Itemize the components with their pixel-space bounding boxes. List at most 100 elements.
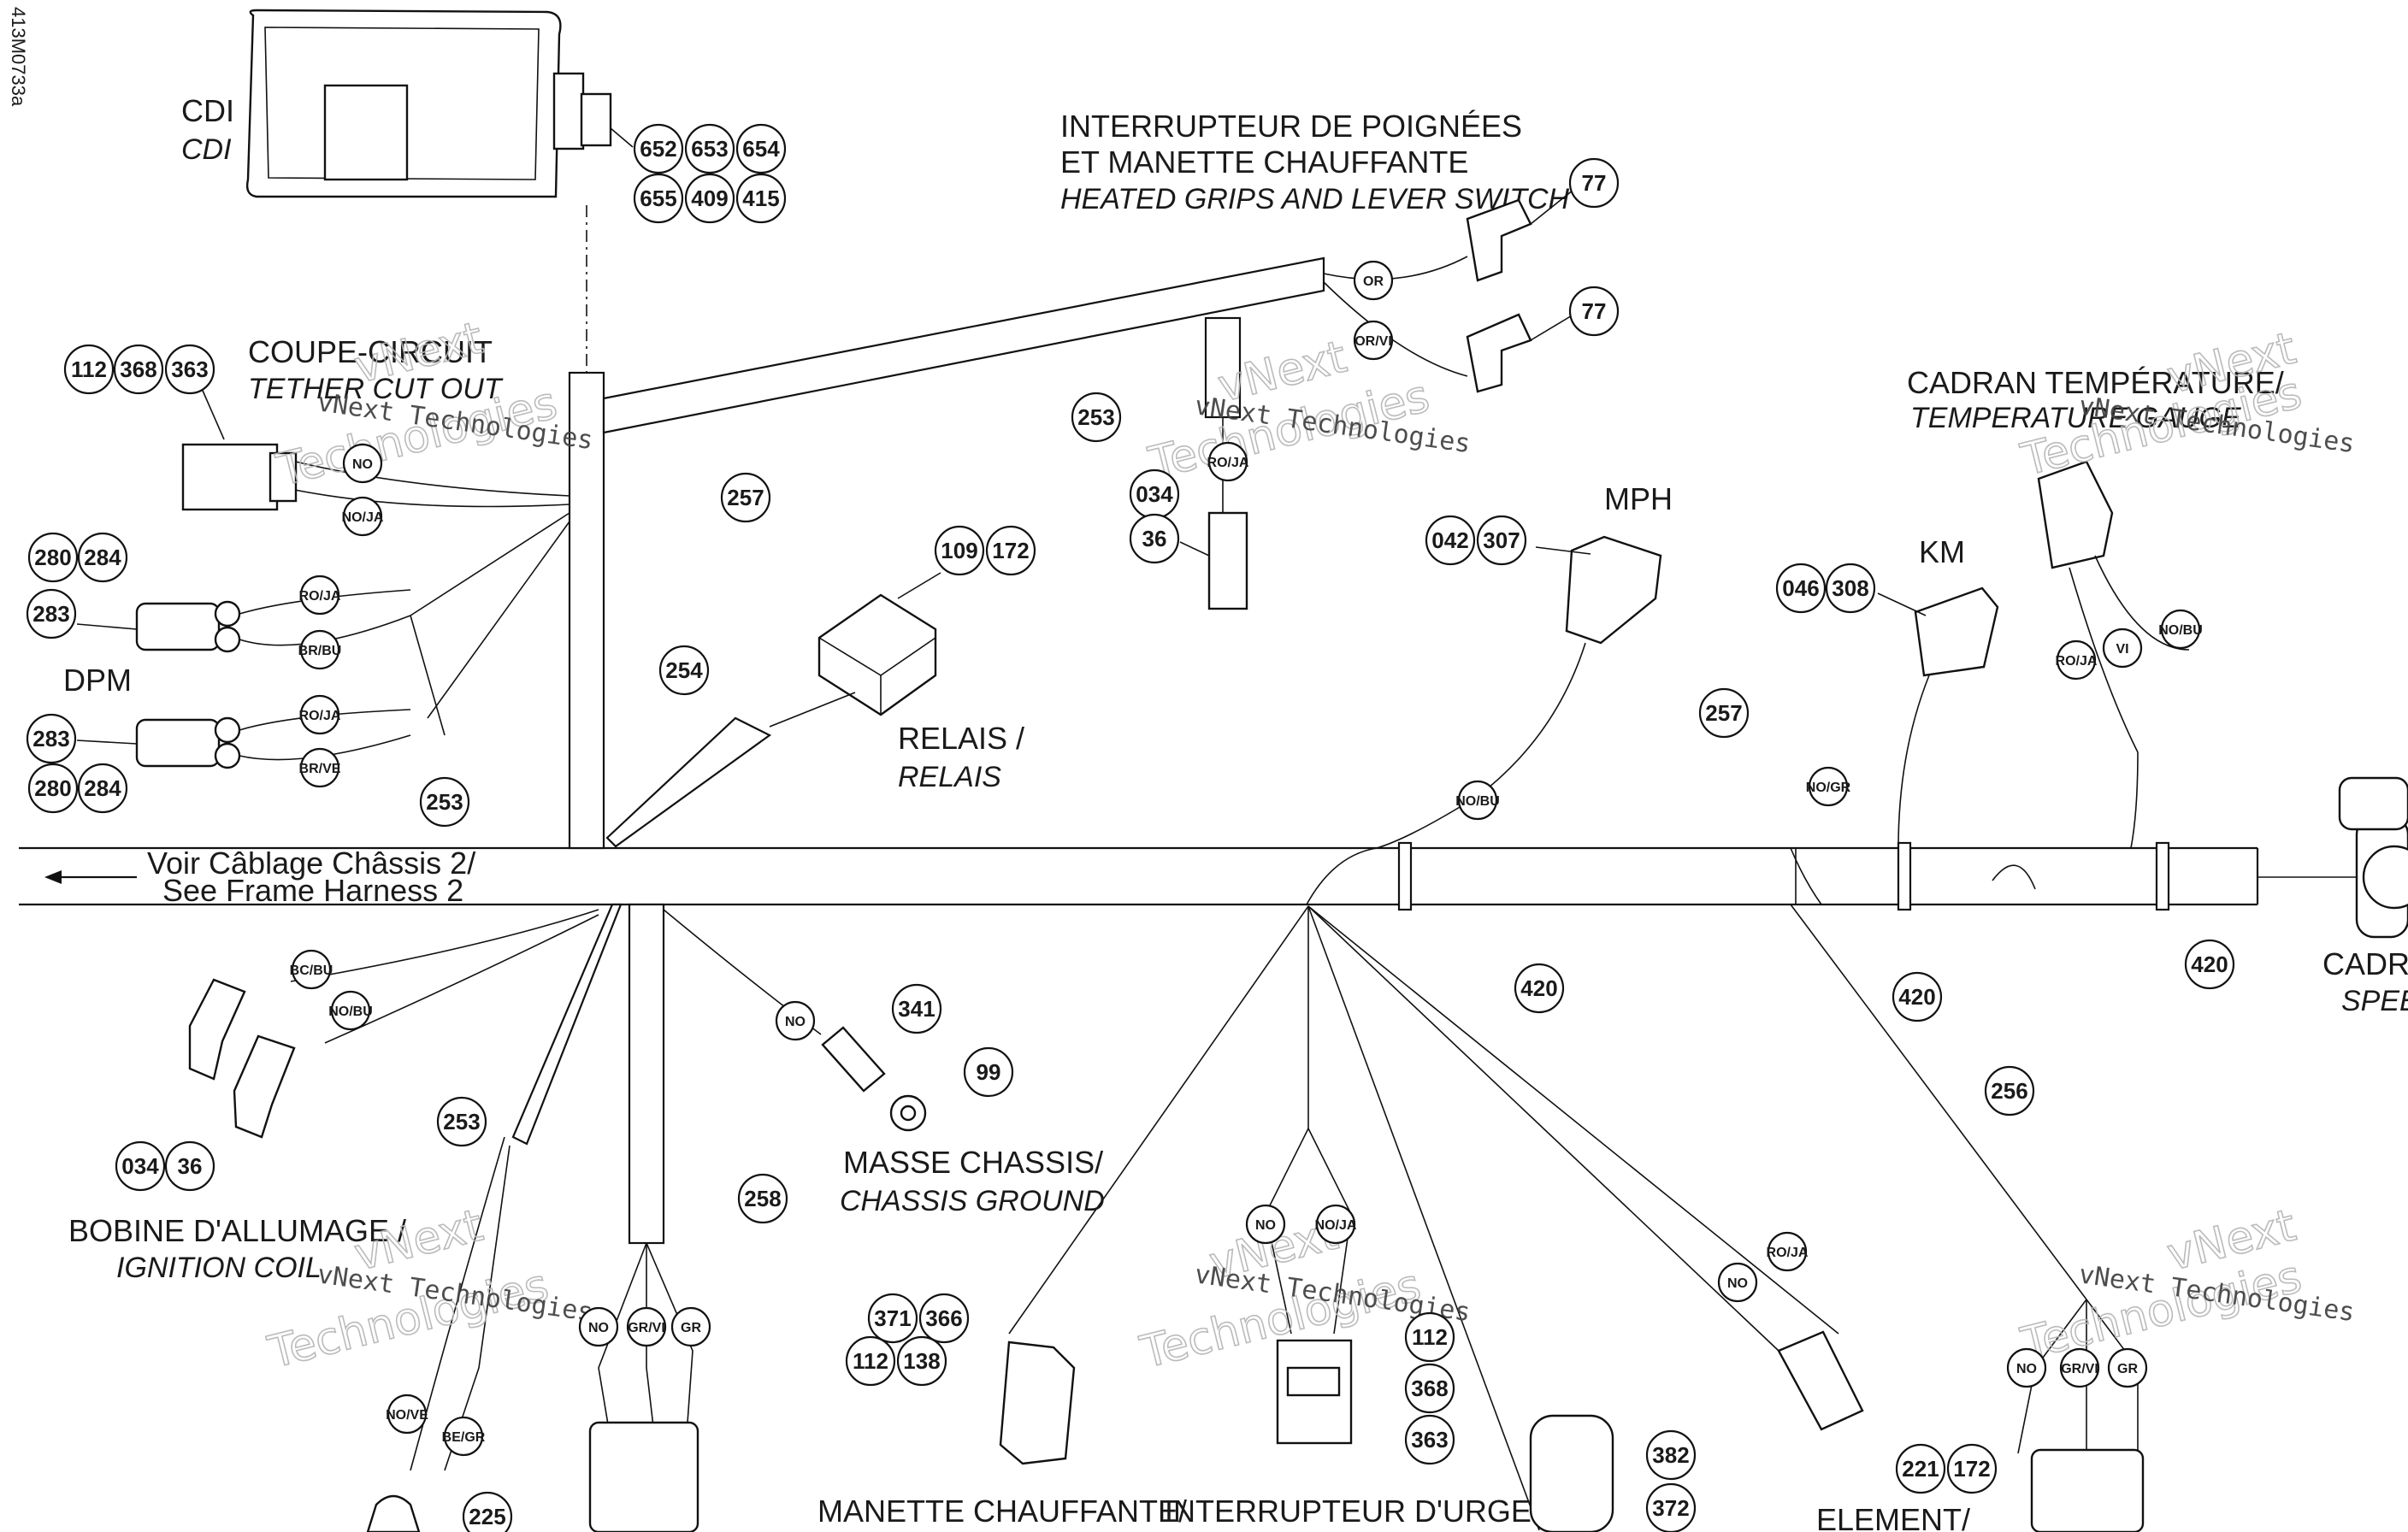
heated-switch-label-fr1: INTERRUPTEUR DE POIGNÉES	[1060, 109, 1522, 144]
part-callout: 109	[941, 538, 977, 563]
part-callout: 172	[992, 538, 1029, 563]
temp-gauge-label-fr: CADRAN TEMPÉRATURE/	[1907, 365, 2284, 400]
part-callout: 283	[32, 726, 69, 751]
temp-gauge-label-en: TEMPERATURE GAUGE	[1910, 402, 2241, 434]
part-callout: 308	[1832, 575, 1868, 601]
part-callout: 366	[925, 1305, 962, 1331]
wire-code: NO/BU	[1455, 794, 1500, 809]
wire-code-circle	[626, 1306, 667, 1347]
chassis-ground: MASSE CHASSIS/ CHASSIS GROUND	[821, 1026, 1105, 1217]
wire-code-circle	[2160, 609, 2201, 650]
part-callout: 655	[640, 186, 676, 211]
wire-code-circle	[291, 949, 332, 990]
dpm-label: DPM	[63, 663, 132, 698]
part-callout-circle	[1476, 515, 1527, 566]
wire-code: VI	[2116, 642, 2128, 657]
part-callout: 280	[34, 775, 71, 801]
part-callout-circle	[1775, 563, 1827, 614]
part-callout: 36	[1142, 526, 1167, 551]
part-callout-circle	[1568, 157, 1620, 209]
part-callout: 363	[1411, 1427, 1448, 1452]
wire-code: RO/JA	[299, 589, 341, 604]
part-callout-circle	[1071, 392, 1122, 443]
main-harness-label-fr: Voir Câblage Châssis 2/	[147, 846, 475, 881]
connector-034	[1179, 417, 1248, 610]
part-callout-circle	[633, 173, 684, 224]
part-callout: 652	[640, 136, 676, 162]
part-callout-circle	[985, 525, 1036, 576]
part-callout-circle	[1404, 1414, 1455, 1465]
part-callout: 253	[426, 789, 463, 815]
part-callout-circle	[26, 713, 77, 764]
part-callout: 371	[874, 1305, 911, 1331]
relay-label-fr: RELAIS /	[898, 721, 1024, 756]
part-callout: 042	[1431, 527, 1468, 553]
wire-code-circle	[2056, 639, 2097, 681]
part-callout-circle	[1895, 1443, 1946, 1494]
tether-label-en: TETHER CUT OUT	[248, 373, 504, 405]
part-callout-circle	[867, 1293, 918, 1344]
part-callout: 253	[443, 1109, 480, 1134]
part-callout: 368	[120, 356, 156, 382]
part-callout-circle	[845, 1335, 896, 1387]
part-callout-circle	[684, 173, 735, 224]
wire-code-circle	[775, 1000, 816, 1041]
km-connector: KM	[1877, 534, 1999, 849]
tether-label-fr: COUPE-CIRCUIT	[248, 334, 493, 369]
relay-label-en: RELAIS	[898, 761, 1001, 793]
part-callout: 253	[1077, 404, 1114, 430]
wire-code: NO/BU	[2158, 623, 2203, 638]
wire-code-circle	[670, 1306, 711, 1347]
ignition-coil-label-en: IGNITION COIL	[116, 1252, 322, 1284]
heated-switch-label-en: HEATED GRIPS AND LEVER SWITCH	[1060, 183, 1570, 215]
part-callout-circle	[462, 1491, 513, 1532]
part-callout-circle	[63, 344, 115, 395]
part-callout: 368	[1411, 1376, 1448, 1401]
wire-code: BC/BU	[290, 963, 333, 978]
heated-grips-switch: INTERRUPTEUR DE POIGNÉES ET MANETTE CHAU…	[1060, 109, 1574, 393]
wire-code: NO/JA	[342, 510, 384, 525]
wire-code: GR	[2117, 1362, 2138, 1376]
wire-code: NO	[588, 1321, 609, 1335]
part-callout-circle	[1946, 1443, 1998, 1494]
part-callout: 257	[1705, 700, 1742, 726]
part-callout: 284	[84, 545, 121, 570]
speedometer: CADRAN SPEEI	[2258, 776, 2408, 1017]
part-callout: 034	[1136, 481, 1173, 507]
wire-code-circle	[1767, 1231, 1808, 1272]
part-callout-circle	[934, 525, 985, 576]
speedo-label-fr: CADRAN	[2322, 946, 2408, 981]
wire-code: BE/GR	[442, 1430, 486, 1445]
wire-code: NO	[2016, 1362, 2037, 1376]
part-callout-circle	[735, 173, 787, 224]
part-callout-circle	[684, 123, 735, 174]
wire-code-circle	[1717, 1262, 1758, 1303]
part-callout-circle	[735, 123, 787, 174]
wire-code: NO/VE	[386, 1408, 428, 1423]
part-callout-circle	[113, 344, 164, 395]
part-callout-circle	[27, 532, 79, 583]
part-callout: 112	[853, 1348, 888, 1374]
wire-code-circle	[330, 990, 371, 1031]
part-callout: 653	[691, 136, 728, 162]
part-callout-circle	[436, 1096, 487, 1147]
part-callout: 280	[34, 545, 71, 570]
part-callout-circle	[115, 1140, 166, 1192]
part-callout: 654	[742, 136, 780, 162]
wire-code: BR/VE	[299, 762, 341, 776]
part-callout-circle	[26, 588, 77, 639]
part-callout-circle	[918, 1293, 970, 1344]
wire-code-circle	[342, 496, 383, 537]
wire-code-circle	[299, 629, 340, 670]
part-callout-circle	[1425, 515, 1476, 566]
part-callout: 382	[1652, 1442, 1689, 1468]
part-callout: 99	[977, 1059, 1001, 1085]
wire-code: OR	[1363, 274, 1384, 289]
wire-code-circle	[1315, 1204, 1356, 1245]
part-callout: 36	[178, 1153, 203, 1179]
wire-code-circle	[1245, 1204, 1286, 1245]
document-id: 413M0733a	[8, 7, 29, 107]
wire-code-circle	[1353, 320, 1394, 361]
